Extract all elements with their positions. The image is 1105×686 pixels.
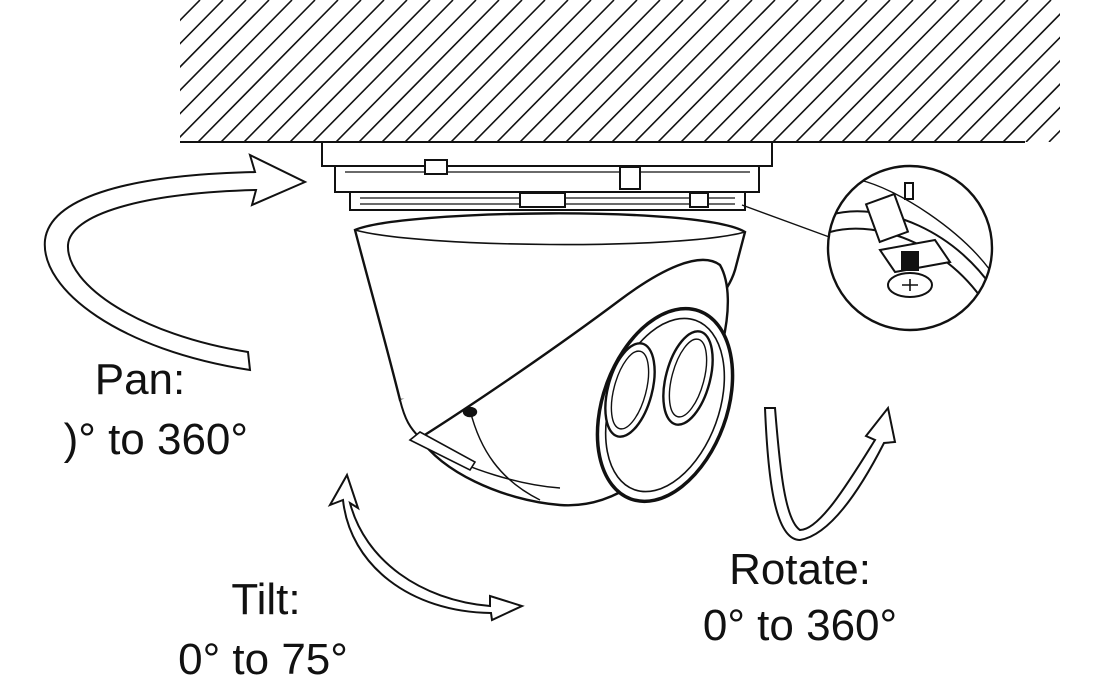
detail-leader-line xyxy=(741,204,833,239)
hatch-line xyxy=(749,0,891,142)
pan-range: )° to 360° xyxy=(63,415,248,464)
ceiling-hatch xyxy=(180,0,1060,142)
hatch-line xyxy=(220,0,362,142)
hatch-line xyxy=(180,0,316,139)
hatch-line xyxy=(887,0,1029,142)
hatch-line xyxy=(703,0,845,142)
tilt-title: Tilt: xyxy=(231,575,301,624)
hatch-line xyxy=(335,0,477,142)
hatch-line xyxy=(910,0,1052,142)
hatch-line xyxy=(657,0,799,142)
hatch-line xyxy=(404,0,546,142)
hatch-line xyxy=(956,36,1060,142)
hatch-line xyxy=(519,0,661,142)
hatch-line xyxy=(180,0,270,92)
hatch-line xyxy=(726,0,868,142)
hatch-line xyxy=(289,0,431,142)
hatch-line xyxy=(180,0,293,115)
hatch-line xyxy=(381,0,523,142)
hatch-line xyxy=(427,0,569,142)
mount-base xyxy=(321,141,773,211)
hatch-line xyxy=(933,13,1060,142)
hatch-line xyxy=(496,0,638,142)
hatch-line xyxy=(795,0,937,142)
hatch-line xyxy=(180,0,224,45)
hatch-line xyxy=(611,0,753,142)
hatch-line xyxy=(473,0,615,142)
hatch-line xyxy=(841,0,983,142)
hatch-line xyxy=(358,0,500,142)
lens-face xyxy=(595,306,735,504)
hatch-line xyxy=(979,59,1060,142)
tilt-arrow xyxy=(327,472,525,622)
rotate-arrow xyxy=(763,405,897,542)
detail-inset xyxy=(826,164,994,332)
hatch-line xyxy=(1048,129,1060,142)
hatch-line xyxy=(588,0,730,142)
hatch-line xyxy=(772,0,914,142)
hatch-line xyxy=(1002,83,1060,142)
hatch-line xyxy=(565,0,707,142)
rotate-range: 0° to 360° xyxy=(702,601,898,650)
hatch-line xyxy=(634,0,776,142)
hatch-line xyxy=(542,0,684,142)
hatch-line xyxy=(266,0,408,142)
hatch-line xyxy=(180,0,201,22)
rotate-title: Rotate: xyxy=(729,545,871,594)
hatch-line xyxy=(818,0,960,142)
hatch-line xyxy=(180,0,247,69)
hatch-line xyxy=(197,0,339,142)
pan-title: Pan: xyxy=(94,355,186,404)
pan-arrow xyxy=(43,153,308,372)
hatch-line xyxy=(1025,106,1060,142)
tilt-range: 0° to 75° xyxy=(178,635,348,684)
hatch-line xyxy=(243,0,385,142)
hatch-line xyxy=(680,0,822,142)
hatch-line xyxy=(312,0,454,142)
hatch-line xyxy=(864,0,1006,142)
hatch-line xyxy=(450,0,592,142)
